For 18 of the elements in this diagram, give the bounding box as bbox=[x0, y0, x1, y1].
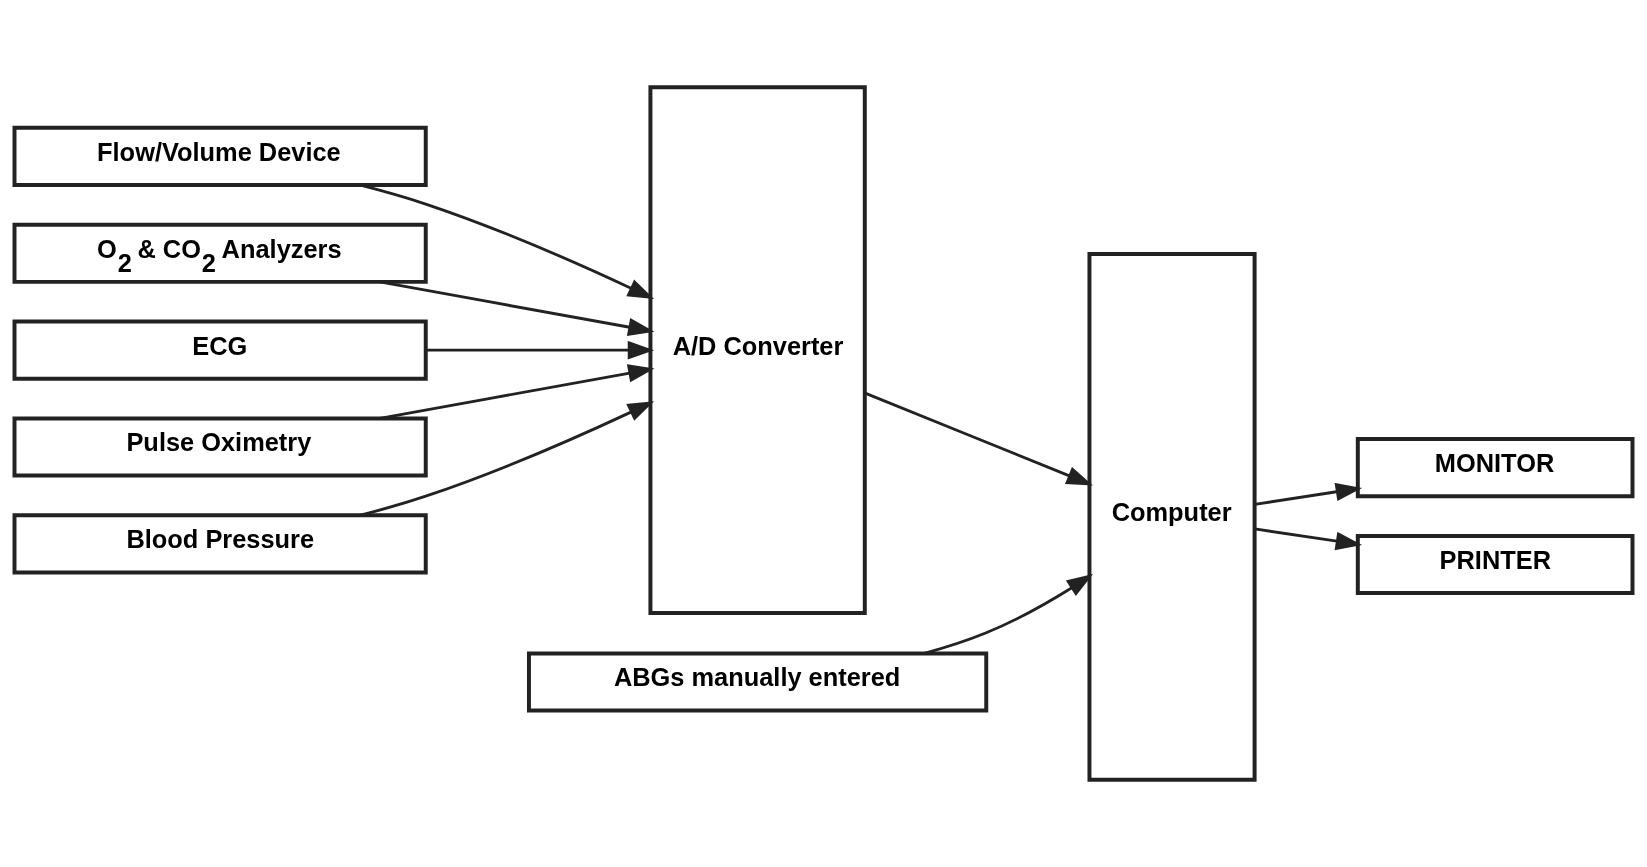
node-box: ECG bbox=[12, 319, 428, 381]
arrow bbox=[1254, 482, 1363, 506]
node-box: Flow/Volume Device bbox=[12, 125, 428, 187]
node-box: A/D Converter bbox=[648, 85, 867, 615]
arrow bbox=[379, 280, 655, 337]
node-box: Pulse Oximetry bbox=[12, 416, 428, 478]
node-box: MONITOR bbox=[1355, 437, 1635, 499]
arrow bbox=[1254, 527, 1363, 551]
node-box: ABGs manually entered bbox=[526, 651, 989, 713]
arrow bbox=[360, 183, 655, 300]
arrow bbox=[379, 364, 655, 420]
arrow bbox=[360, 401, 655, 517]
node-box: PRINTER bbox=[1355, 533, 1635, 596]
arrow bbox=[426, 340, 655, 360]
arrow bbox=[924, 574, 1094, 655]
arrow bbox=[864, 391, 1093, 486]
node-box: Computer bbox=[1087, 252, 1257, 782]
node-box: Blood Pressure bbox=[12, 513, 428, 575]
